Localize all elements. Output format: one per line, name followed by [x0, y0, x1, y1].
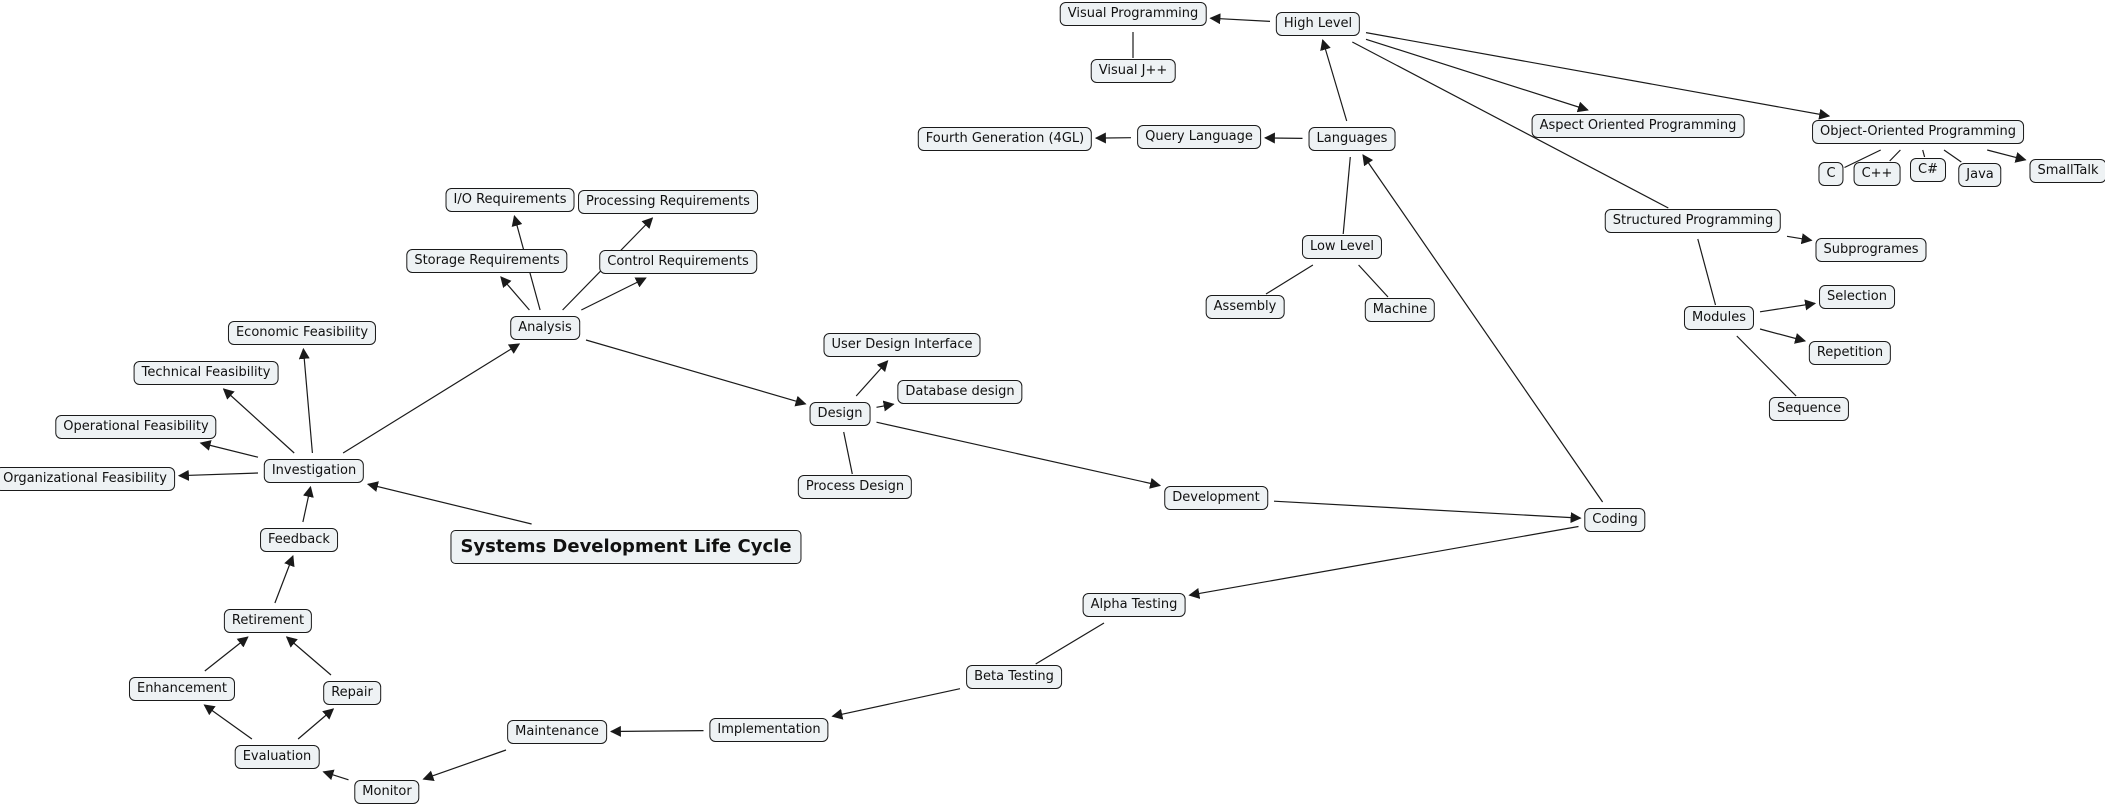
edge-oop-to-lang-java — [1943, 149, 1962, 163]
edge-high-level-to-oop — [1365, 32, 1831, 120]
node-aop[interactable]: Aspect Oriented Programming — [1531, 114, 1745, 138]
node-evaluation[interactable]: Evaluation — [234, 745, 320, 769]
node-design[interactable]: Design — [809, 402, 871, 426]
node-repetition[interactable]: Repetition — [1808, 341, 1892, 365]
edge-investigation-to-econ-feas — [298, 347, 313, 454]
node-econ-feas[interactable]: Economic Feasibility — [227, 321, 377, 345]
edge-implementation-to-maintenance — [609, 725, 704, 737]
edge-languages-to-high-level — [1320, 38, 1348, 122]
node-feedback[interactable]: Feedback — [260, 528, 338, 552]
node-subprogrames[interactable]: Subprogrames — [1815, 238, 1927, 262]
edge-structured-to-modules — [1697, 238, 1717, 306]
node-assembly[interactable]: Assembly — [1205, 295, 1285, 319]
edge-high-level-to-structured — [1352, 41, 1669, 209]
edge-investigation-to-analysis — [342, 343, 521, 454]
edge-low-level-to-assembly — [1265, 264, 1314, 295]
node-control-req[interactable]: Control Requirements — [599, 250, 757, 274]
edge-repair-to-retirement — [285, 636, 332, 676]
edge-monitor-to-evaluation — [322, 769, 349, 781]
node-beta[interactable]: Beta Testing — [966, 665, 1062, 689]
node-db-design[interactable]: Database design — [897, 380, 1023, 404]
edge-evaluation-to-repair — [297, 708, 335, 740]
edge-analysis-to-control-req — [581, 277, 647, 311]
edge-investigation-to-tech-feas — [222, 388, 295, 454]
node-implementation[interactable]: Implementation — [709, 718, 829, 742]
edge-oop-to-lang-c — [1844, 149, 1881, 169]
node-investigation[interactable]: Investigation — [263, 459, 365, 483]
node-machine[interactable]: Machine — [1364, 298, 1436, 322]
node-languages[interactable]: Languages — [1308, 127, 1396, 151]
node-lang-cs[interactable]: C# — [1910, 158, 1946, 182]
edge-investigation-to-op-feas — [199, 440, 259, 458]
edge-high-level-to-aop — [1365, 38, 1589, 113]
edge-design-to-db-design — [876, 400, 895, 412]
node-structured[interactable]: Structured Programming — [1604, 209, 1782, 233]
edge-alpha-to-beta — [1035, 622, 1105, 665]
node-analysis[interactable]: Analysis — [510, 316, 580, 340]
node-coding[interactable]: Coding — [1584, 508, 1646, 532]
node-lang-smalltalk[interactable]: SmallTalk — [2029, 159, 2105, 183]
edge-structured-to-subprogrames — [1786, 233, 1813, 245]
edge-coding-to-alpha — [1188, 525, 1579, 599]
node-visual-prog[interactable]: Visual Programming — [1059, 2, 1207, 26]
edge-high-level-to-visual-prog — [1209, 13, 1271, 25]
node-op-feas[interactable]: Operational Feasibility — [55, 415, 217, 439]
edge-sdlc-to-investigation — [366, 481, 532, 525]
node-selection[interactable]: Selection — [1819, 285, 1895, 309]
edge-development-to-coding — [1273, 500, 1582, 524]
node-oop[interactable]: Object-Oriented Programming — [1812, 120, 2024, 144]
edge-enhancement-to-retirement — [204, 636, 249, 672]
node-query-lang[interactable]: Query Language — [1137, 125, 1261, 149]
node-fourth-gen[interactable]: Fourth Generation (4GL) — [917, 127, 1093, 151]
node-modules[interactable]: Modules — [1683, 306, 1755, 330]
node-sequence[interactable]: Sequence — [1768, 397, 1850, 421]
node-low-level[interactable]: Low Level — [1301, 235, 1383, 259]
node-lang-c[interactable]: C — [1818, 162, 1844, 186]
node-monitor[interactable]: Monitor — [354, 780, 420, 804]
node-high-level[interactable]: High Level — [1275, 12, 1361, 36]
edge-oop-to-lang-smalltalk — [1987, 149, 2027, 163]
edge-beta-to-implementation — [831, 688, 961, 720]
edge-languages-to-low-level — [1342, 156, 1351, 235]
node-development[interactable]: Development — [1164, 486, 1268, 510]
edge-design-to-process-design — [843, 431, 853, 475]
edge-analysis-to-design — [585, 339, 807, 407]
edge-oop-to-lang-cs — [1922, 149, 1926, 158]
node-lang-cpp[interactable]: C++ — [1853, 162, 1901, 186]
node-ui-design[interactable]: User Design Interface — [823, 333, 981, 357]
edge-coding-to-languages — [1362, 154, 1604, 503]
edge-investigation-to-org-feas — [177, 469, 259, 481]
node-org-feas[interactable]: Organizational Feasibility — [0, 467, 175, 491]
node-visual-jpp[interactable]: Visual J++ — [1090, 59, 1176, 83]
edge-oop-to-lang-cpp — [1889, 149, 1901, 162]
node-enhancement[interactable]: Enhancement — [128, 677, 236, 701]
node-tech-feas[interactable]: Technical Feasibility — [133, 361, 279, 385]
edge-modules-to-sequence — [1736, 335, 1797, 397]
node-io-req[interactable]: I/O Requirements — [445, 188, 575, 212]
node-lang-java[interactable]: Java — [1958, 163, 2002, 187]
node-process-design[interactable]: Process Design — [797, 475, 913, 499]
edge-design-to-development — [876, 421, 1162, 489]
edge-analysis-to-storage-req — [500, 276, 530, 311]
node-retirement[interactable]: Retirement — [223, 609, 313, 633]
edge-modules-to-repetition — [1759, 328, 1807, 344]
edge-retirement-to-feedback — [274, 554, 295, 604]
edge-evaluation-to-enhancement — [203, 704, 253, 740]
node-alpha[interactable]: Alpha Testing — [1082, 593, 1186, 617]
edge-low-level-to-machine — [1358, 264, 1389, 298]
node-maintenance[interactable]: Maintenance — [507, 720, 607, 744]
edge-feedback-to-investigation — [302, 485, 314, 523]
edge-languages-to-query-lang — [1263, 132, 1303, 144]
edge-modules-to-selection — [1759, 299, 1817, 313]
node-repair[interactable]: Repair — [323, 681, 381, 705]
node-sdlc[interactable]: Systems Development Life Cycle — [450, 530, 802, 564]
node-proc-req[interactable]: Processing Requirements — [578, 190, 758, 214]
edge-maintenance-to-monitor — [422, 749, 507, 781]
edge-design-to-ui-design — [855, 360, 889, 397]
node-storage-req[interactable]: Storage Requirements — [406, 249, 568, 273]
